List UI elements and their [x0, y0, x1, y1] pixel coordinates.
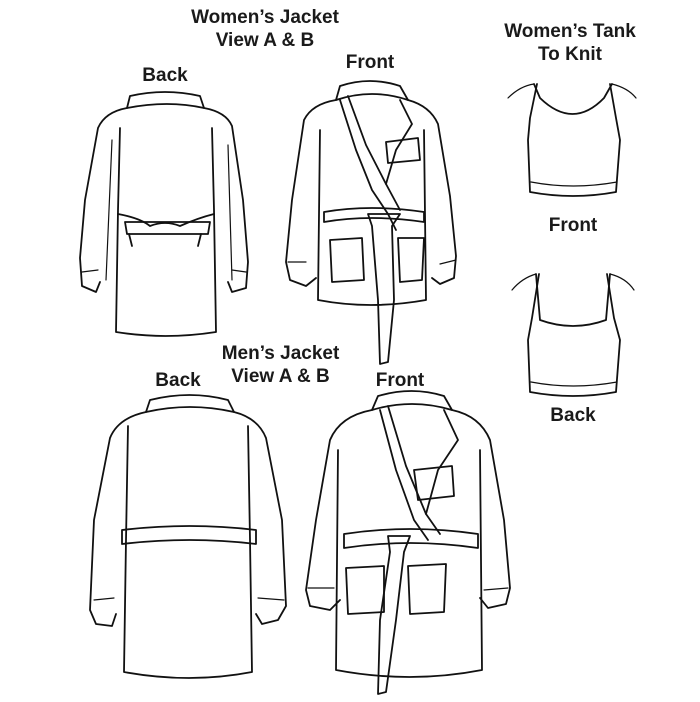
womens-jacket-title-line1: Women’s Jacket	[191, 7, 339, 28]
womens-jacket-title: Women’s Jacket View A & B	[175, 6, 355, 52]
mens-jacket-front-label: Front	[375, 370, 425, 391]
womens-tank-title: Women’s Tank To Knit	[490, 20, 650, 66]
womens-tank-title-line2: To Knit	[537, 44, 602, 65]
womens-jacket-back-drawing	[79, 91, 249, 337]
mens-jacket-title-line2: View A & B	[231, 366, 330, 387]
womens-jacket-front-label: Front	[345, 52, 395, 73]
mens-jacket-title: Men’s Jacket View A & B	[198, 342, 363, 388]
womens-tank-back-drawing	[511, 273, 635, 397]
womens-jacket-front-drawing	[285, 80, 457, 365]
womens-tank-front-drawing	[507, 83, 637, 197]
womens-jacket-back-label: Back	[142, 65, 188, 86]
mens-jacket-front-drawing	[305, 390, 511, 695]
womens-tank-title-line1: Women’s Tank	[504, 21, 636, 42]
womens-jacket-title-line2: View A & B	[215, 30, 315, 51]
mens-jacket-title-line1: Men’s Jacket	[221, 343, 340, 364]
mens-jacket-back-drawing	[89, 394, 287, 679]
womens-tank-back-label: Back	[550, 405, 596, 426]
womens-tank-front-label: Front	[548, 215, 598, 236]
mens-jacket-back-label: Back	[155, 370, 201, 391]
